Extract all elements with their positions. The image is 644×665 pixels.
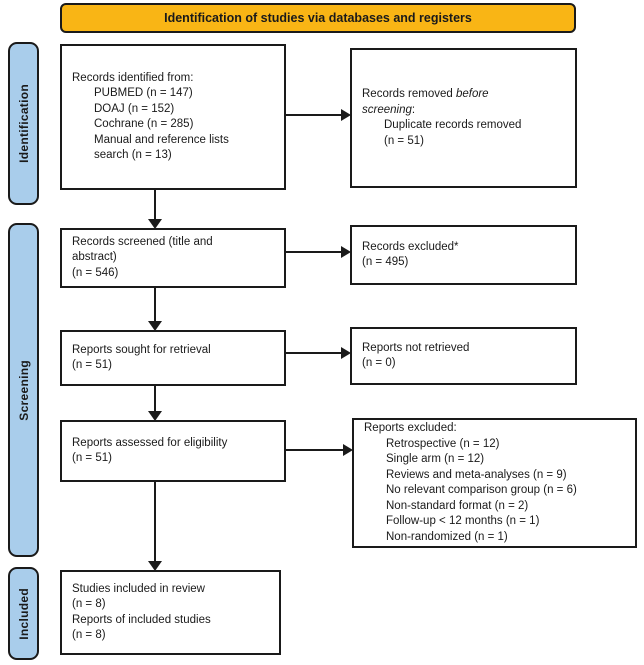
arrow-assessed-to-reports-excluded <box>286 444 353 456</box>
box-line: Non-randomized (n = 1) <box>386 530 508 543</box>
box-records-screened: Records screened (title and abstract) (n =… <box>60 228 286 288</box>
box-line: Cochrane (n = 285) <box>94 118 194 130</box>
stage-label-screening: Screening <box>8 223 39 557</box>
arrow-screened-to-sought <box>148 288 162 331</box>
box-line: Follow-up < 12 months (n = 1) <box>386 515 540 527</box>
box-line: Retrospective (n = 12) <box>386 437 500 450</box>
box-reports-not-retrieved: Reports not retrieved (n = 0) <box>350 327 577 385</box>
arrow-identified-to-removed <box>286 109 351 121</box>
box-line: No relevant comparison group (n = 6) <box>386 484 577 496</box>
stage-label-identification: Identification <box>8 42 39 205</box>
box-line: (n = 8) <box>72 629 106 641</box>
stage-included-text: Included <box>16 587 31 640</box>
box-line: screening: <box>362 103 416 116</box>
arrow-screened-to-excluded <box>286 246 351 258</box>
box-line: Studies included in review <box>72 582 205 595</box>
box-line: Reports of included studies <box>72 613 211 626</box>
box-line: Non-standard format (n = 2) <box>386 499 529 512</box>
box-line: Records excluded* <box>362 240 459 253</box>
box-studies-included: Studies included in review (n = 8) Reports… <box>60 570 281 655</box>
box-line: Reviews and meta-analyses (n = 9) <box>386 468 567 481</box>
stage-screening-text: Screening <box>16 359 31 421</box>
box-line: DOAJ (n = 152) <box>94 102 175 115</box>
box-line: (n = 51) <box>72 359 112 371</box>
box-records-removed-before-screening: Records removed before screening: Duplicat… <box>350 48 577 188</box>
box-line: Reports not retrieved <box>362 341 470 354</box>
box-line: Manual and reference lists <box>94 133 229 146</box>
box-line: Single arm (n = 12) <box>386 453 485 465</box>
box-line: (n = 51) <box>384 134 424 147</box>
box-records-excluded: Records excluded* (n = 495) <box>350 225 577 285</box>
box-line: Duplicate records removed <box>384 119 522 131</box>
box-reports-assessed: Reports assessed for eligibility (n = 51) <box>60 420 286 482</box>
box-line: abstract) <box>72 251 117 264</box>
box-line: (n = 51) <box>72 452 112 464</box>
banner-label: Identification of studies via databases … <box>164 11 472 25</box>
banner-identification-via-databases: Identification of studies via databases … <box>60 3 576 33</box>
box-line: Records identified from: <box>72 71 194 84</box>
stage-label-included: Included <box>8 567 39 660</box>
box-line: Records removed before <box>362 88 489 100</box>
box-records-identified: Records identified from: PUBMED (n = 147)… <box>60 44 286 190</box>
box-line: Reports excluded: <box>364 422 457 434</box>
box-reports-sought: Reports sought for retrieval (n = 51) <box>60 330 286 386</box>
box-line: PUBMED (n = 147) <box>94 87 193 99</box>
box-line: (n = 495) <box>362 256 409 268</box>
box-line: (n = 8) <box>72 598 106 610</box>
box-reports-excluded: Reports excluded: Retrospective (n = 12) S… <box>352 418 637 548</box>
box-line: Reports assessed for eligibility <box>72 436 228 449</box>
box-line: Reports sought for retrieval <box>72 343 211 356</box>
box-line: (n = 546) <box>72 266 119 279</box>
arrow-identified-to-screened <box>148 190 162 229</box>
box-line: Records screened (title and <box>72 235 213 248</box>
box-line: search (n = 13) <box>94 149 172 161</box>
stage-identification-text: Identification <box>16 84 31 163</box>
box-line: (n = 0) <box>362 357 396 369</box>
arrow-sought-to-not-retrieved <box>286 347 351 359</box>
arrow-sought-to-assessed <box>148 386 162 421</box>
arrow-assessed-to-included <box>148 482 162 571</box>
